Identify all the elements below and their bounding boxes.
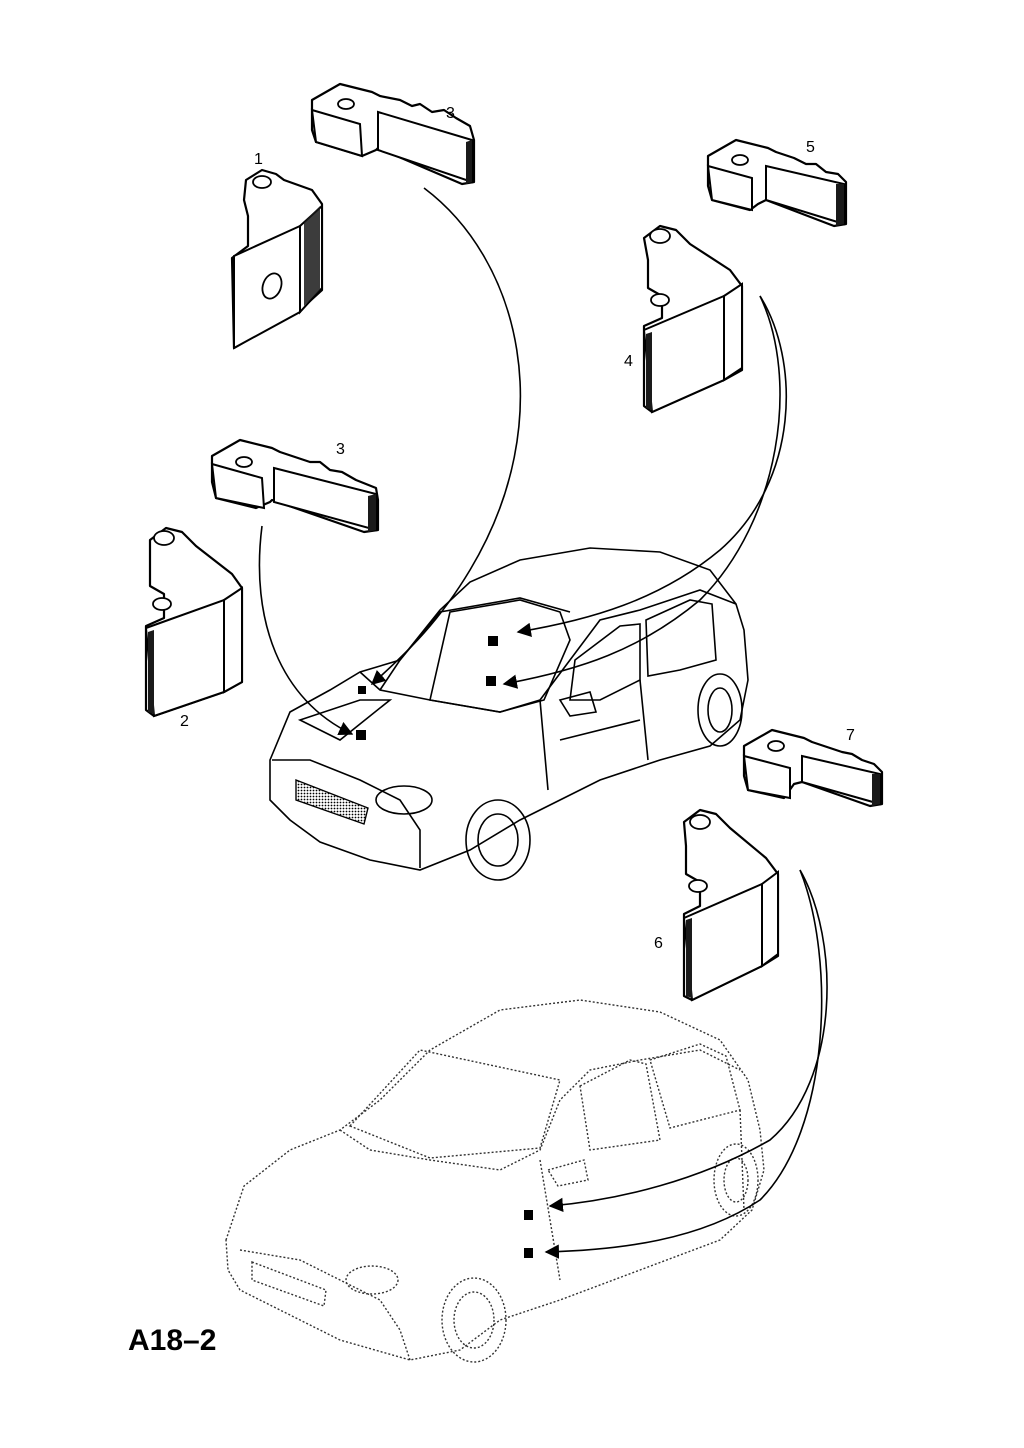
hinge-part-1 [230, 168, 324, 350]
hinge-part-2 [144, 526, 244, 718]
callout-2: 2 [180, 713, 189, 730]
callout-6: 6 [654, 935, 663, 952]
callout-5: 5 [806, 139, 815, 156]
hinge-part-7 [742, 728, 884, 808]
hinge-part-4 [642, 224, 744, 414]
hinge-part-6 [682, 808, 780, 1002]
hinge-part-5 [706, 138, 848, 228]
callout-1: 1 [254, 151, 263, 168]
callout-7: 7 [846, 727, 855, 744]
hinge-part-3-lower [210, 438, 380, 534]
callout-3-upper: 3 [446, 105, 455, 122]
diagram-reference-code: A18–2 [128, 1324, 216, 1357]
callout-4: 4 [624, 353, 633, 370]
callout-labels: 1 2 3 3 4 5 6 7 [180, 105, 855, 952]
callout-3-lower: 3 [336, 441, 345, 458]
five-door-car-illustration [269, 547, 749, 881]
three-door-car-illustration [225, 999, 765, 1363]
leader-lines [258, 187, 828, 1259]
hinge-part-3-upper [310, 82, 476, 186]
